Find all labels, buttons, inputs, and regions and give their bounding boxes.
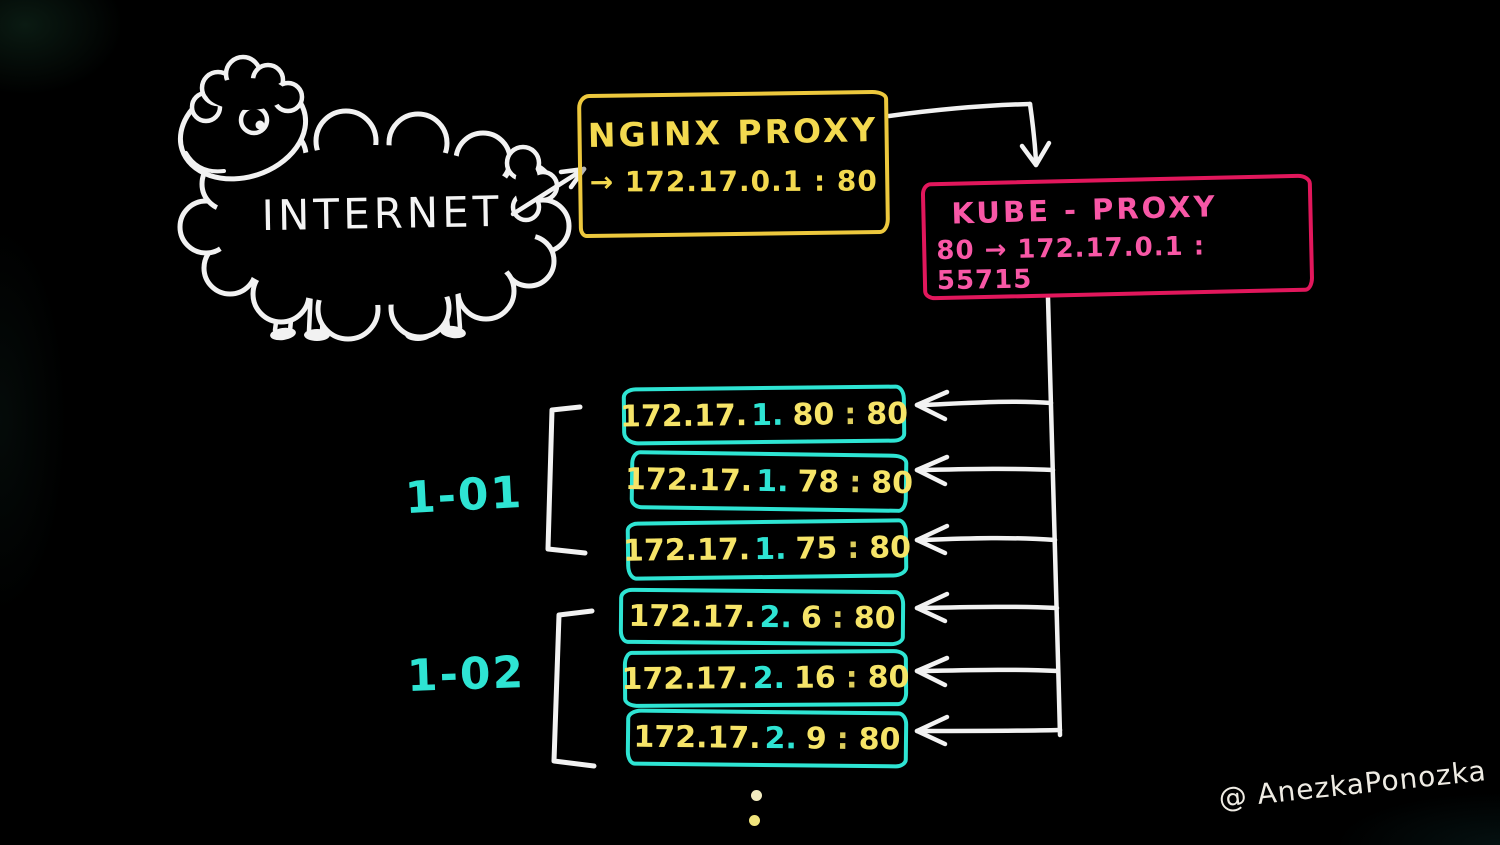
pod-box: 172.17.2.9:80 bbox=[625, 708, 909, 769]
pod-host: 16 bbox=[793, 660, 836, 696]
pod-port-sep: : bbox=[848, 465, 862, 501]
pod-host: 6 bbox=[800, 599, 822, 636]
pod-box: 172.17.2.6:80 bbox=[618, 587, 906, 647]
pod-subnet: 1. bbox=[751, 397, 784, 433]
nginx-proxy-box: NGINX PROXY → 172.17.0.1 : 80 bbox=[577, 89, 890, 239]
kube-proxy-rule: 80 → 172.17.0.1 : 55715 bbox=[936, 231, 1206, 297]
pod-port-sep: : bbox=[836, 721, 849, 757]
sheep-topknot bbox=[189, 54, 305, 124]
bracket-group-2 bbox=[551, 608, 597, 769]
pod-ip-prefix: 172.17. bbox=[633, 719, 761, 756]
arrow-internet-to-nginx bbox=[510, 166, 587, 217]
pod-ip-prefix: 172.17. bbox=[624, 461, 753, 499]
pod-port: 80 bbox=[853, 600, 896, 636]
continuation-dot bbox=[749, 815, 760, 826]
pod-port-sep: : bbox=[831, 600, 844, 636]
pod-ip-prefix: 172.17. bbox=[621, 661, 749, 698]
pod-port-sep: : bbox=[844, 396, 857, 432]
pod-ip-prefix: 172.17. bbox=[619, 397, 748, 435]
pod-host: 78 bbox=[797, 464, 840, 500]
pod-subnet: 2. bbox=[752, 660, 786, 697]
pod-port: 80 bbox=[866, 395, 909, 432]
pod-port: 80 bbox=[858, 721, 901, 758]
nginx-proxy-title: NGINX PROXY bbox=[587, 109, 879, 156]
pod-subnet: 2. bbox=[759, 599, 793, 635]
sheep-tail bbox=[504, 144, 560, 223]
pod-box: 172.17.1.80:80 bbox=[619, 384, 909, 446]
pod-port: 80 bbox=[870, 465, 914, 502]
pod-port: 80 bbox=[867, 659, 910, 696]
internet-label: INTERNET bbox=[261, 186, 503, 241]
pod-port-sep: : bbox=[845, 660, 858, 696]
pod-box: 172.17.1.75:80 bbox=[622, 518, 912, 581]
bracket-group-1 bbox=[545, 404, 588, 556]
pod-host: 9 bbox=[805, 721, 827, 757]
arrow-nginx-to-kube bbox=[886, 101, 1052, 168]
pod-box: 172.17.1.78:80 bbox=[625, 450, 913, 513]
pod-subnet: 2. bbox=[764, 720, 798, 757]
pod-subnet: 1. bbox=[755, 463, 789, 500]
pod-box: 172.17.2.16:80 bbox=[621, 649, 910, 708]
node-group-label-2: 1-02 bbox=[406, 646, 526, 703]
pod-port-sep: : bbox=[847, 530, 860, 567]
pod-ip-prefix: 172.17. bbox=[622, 532, 751, 569]
continuation-dot bbox=[751, 790, 762, 801]
pod-port: 80 bbox=[869, 530, 912, 566]
pod-subnet: 1. bbox=[753, 531, 787, 568]
node-group-label-1: 1-01 bbox=[403, 466, 525, 525]
pod-ip-prefix: 172.17. bbox=[628, 598, 756, 635]
pod-host: 75 bbox=[795, 531, 838, 567]
pod-host: 80 bbox=[792, 396, 835, 433]
kube-proxy-box: KUBE - PROXY 80 → 172.17.0.1 : 55715 bbox=[920, 173, 1315, 301]
group-brackets bbox=[545, 404, 597, 769]
sheep-eye bbox=[238, 104, 270, 136]
nginx-proxy-rule: → 172.17.0.1 : 80 bbox=[589, 164, 878, 199]
internet-sheep-drawing bbox=[177, 54, 572, 342]
arrows-kube-to-pods bbox=[914, 389, 1063, 747]
